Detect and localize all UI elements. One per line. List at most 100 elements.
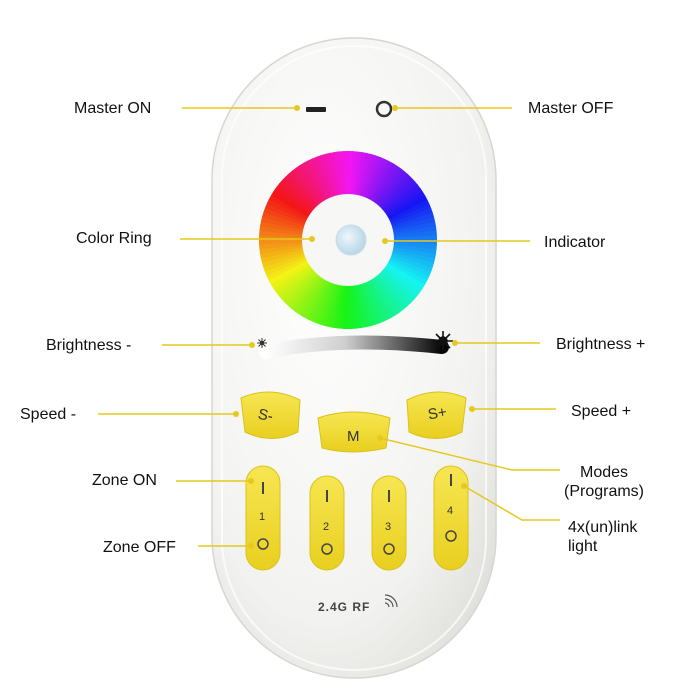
indicator-label: Indicator [544, 234, 606, 251]
color-ring-segment [266, 198, 310, 223]
color-ring-segment [391, 235, 437, 241]
color-ring-segment [270, 261, 312, 289]
zone-2-off-mark [321, 543, 333, 555]
color-ring-segment [373, 274, 405, 313]
color-ring-segment [268, 259, 310, 285]
color-ring-segment [328, 282, 342, 328]
color-ring-segment [361, 155, 381, 200]
color-ring-segment [281, 269, 317, 303]
color-ring-segment [259, 244, 305, 254]
brightness-low-icon [257, 338, 267, 348]
color-ring-label: Color Ring [76, 230, 152, 247]
brightness-high-icon [433, 331, 453, 351]
mode-key-label[interactable]: M [347, 428, 360, 445]
color-ring-segment [263, 253, 307, 272]
color-ring-segment [354, 283, 367, 329]
remote-body [211, 37, 497, 679]
color-ring-segment [391, 221, 437, 234]
zone-off-label: Zone OFF [103, 539, 176, 556]
zone-key-1 [245, 465, 281, 571]
zone-3-off-mark [383, 543, 395, 555]
zone-1-on-mark [262, 482, 264, 494]
color-ring-segment [266, 257, 309, 281]
leader-lines [98, 107, 560, 547]
zone-1-off-mark [257, 538, 269, 550]
color-ring-segment [367, 160, 394, 203]
brightness-slider [259, 335, 449, 359]
color-ring-segment [270, 190, 312, 218]
zone-3-number: 3 [385, 521, 392, 533]
modes-label-line1: Modes [579, 464, 629, 481]
zone-4-on-mark [450, 474, 452, 486]
color-ring-segment [259, 239, 305, 245]
color-ring-segment [275, 265, 314, 297]
speed-minus-label: Speed - [20, 406, 77, 423]
color-ring-segment [324, 152, 340, 198]
color-ring-segment [268, 194, 311, 221]
color-ring-segment [380, 180, 418, 213]
color-ring-segment [307, 158, 331, 201]
brightness-minus-label: Brightness - [46, 337, 132, 354]
color-ring-segment [358, 281, 376, 327]
color-ring-segment [371, 165, 402, 205]
color-ring-segment [263, 207, 308, 227]
color-ring-segment [390, 246, 436, 260]
color-ring-segment [370, 162, 398, 204]
color-ring-segment [302, 277, 329, 320]
color-ring-segment [359, 154, 377, 199]
zone-3-on-mark [388, 490, 390, 502]
color-ring-segment [295, 164, 325, 205]
color-ring-segment [377, 173, 412, 210]
color-ring-segment [347, 283, 353, 329]
modes-label-line2: (Programs) [563, 483, 644, 500]
color-ring-segment [352, 283, 362, 329]
color-ring-segment [365, 158, 390, 202]
color-ring-segment [334, 151, 344, 197]
color-ring-segment [285, 173, 319, 209]
color-ring-segment [367, 278, 393, 320]
color-ring-segment [298, 276, 326, 318]
color-ring-segment [275, 183, 315, 215]
color-ring-segment [288, 170, 321, 208]
zone-on-label: Zone ON [92, 472, 157, 489]
color-ring-segment [390, 249, 436, 264]
speed-plus-key-label[interactable]: S+ [426, 403, 449, 424]
color-ring-segment [284, 270, 319, 307]
color-ring-segment [260, 216, 306, 231]
master-on-key [306, 107, 326, 112]
color-ring-segment [310, 280, 333, 324]
color-ring-segment [303, 160, 329, 202]
speed-minus-key [240, 391, 301, 439]
color-ring-segment [382, 183, 421, 215]
color-ring-segment [306, 278, 331, 322]
indicator-light [335, 224, 367, 256]
link-label-line2: light [568, 538, 598, 555]
zone-2-on-mark [326, 490, 328, 502]
link-label: 4x(un)link light [568, 518, 637, 556]
color-ring-segment [320, 153, 338, 199]
mode-key [317, 411, 391, 453]
color-ring-segment [389, 208, 433, 227]
zone-key-3 [371, 475, 407, 571]
speed-plus-key [406, 391, 467, 439]
color-ring-segment [386, 257, 430, 282]
rf-badge: 2.4G RF [318, 600, 371, 614]
color-ring-segment [281, 176, 318, 211]
color-ring-segment [324, 282, 339, 328]
color-ring-segment [385, 259, 428, 286]
color-ring-segment [291, 167, 323, 206]
color-ring-segment [389, 212, 435, 230]
zone-2-number: 2 [323, 521, 330, 533]
master-off-key [375, 100, 393, 118]
color-ring-segment [378, 269, 415, 304]
modes-label: Modes (Programs) [558, 463, 650, 501]
color-ring-segment [273, 186, 313, 217]
zone-key-4 [433, 465, 469, 571]
zone-key-2 [309, 475, 345, 571]
color-ring-segment [363, 280, 385, 324]
color-ring-segment [260, 248, 306, 264]
color-ring-segment [384, 191, 426, 219]
color-ring-segment [278, 179, 316, 213]
